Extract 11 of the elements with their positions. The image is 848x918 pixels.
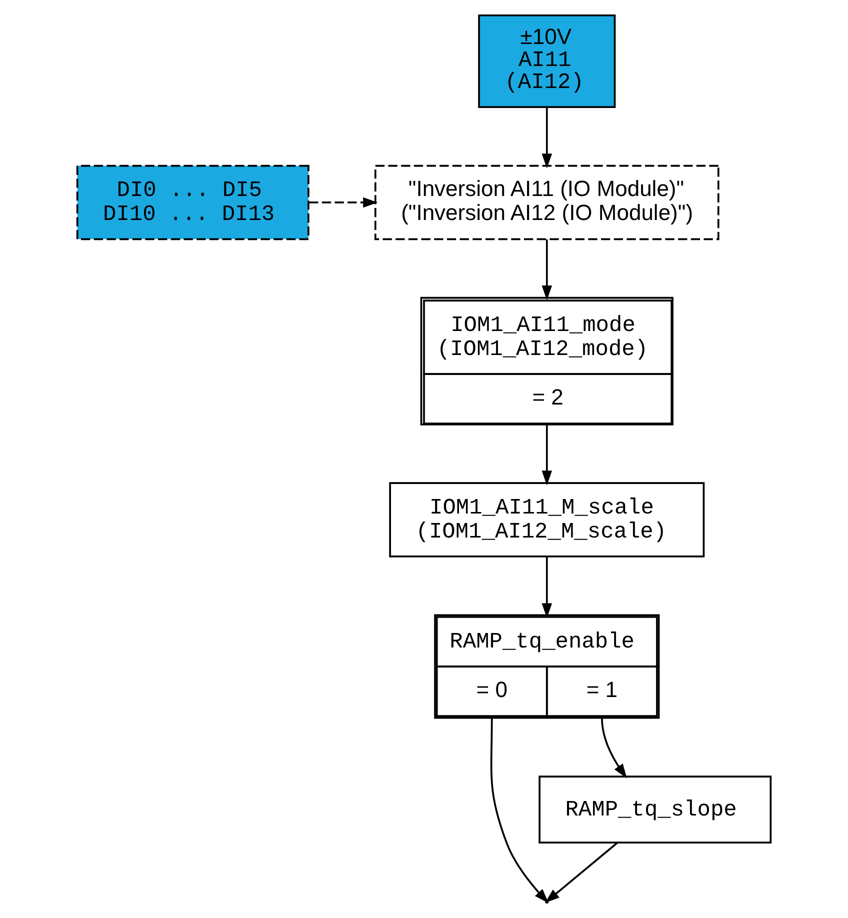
arrow [542,425,552,486]
node-box: RAMP_tq_slope [538,776,772,844]
node-box: ±10V AI11 (AI12) [478,14,616,108]
arrow [309,197,378,208]
node-box: DI0 ... DI5 DI10 ... DI13 [76,164,310,240]
arrow [542,556,552,618]
node-box: "Inversion AI11 (IO Module)" ("Inversion AI12 (IO Module)") [374,164,720,240]
node-box: IOM1_AI11_M_scale (IOM1_AI12_M_scale) [389,482,705,558]
arrow [542,239,552,300]
arrow [542,107,552,168]
arrow [601,718,627,778]
